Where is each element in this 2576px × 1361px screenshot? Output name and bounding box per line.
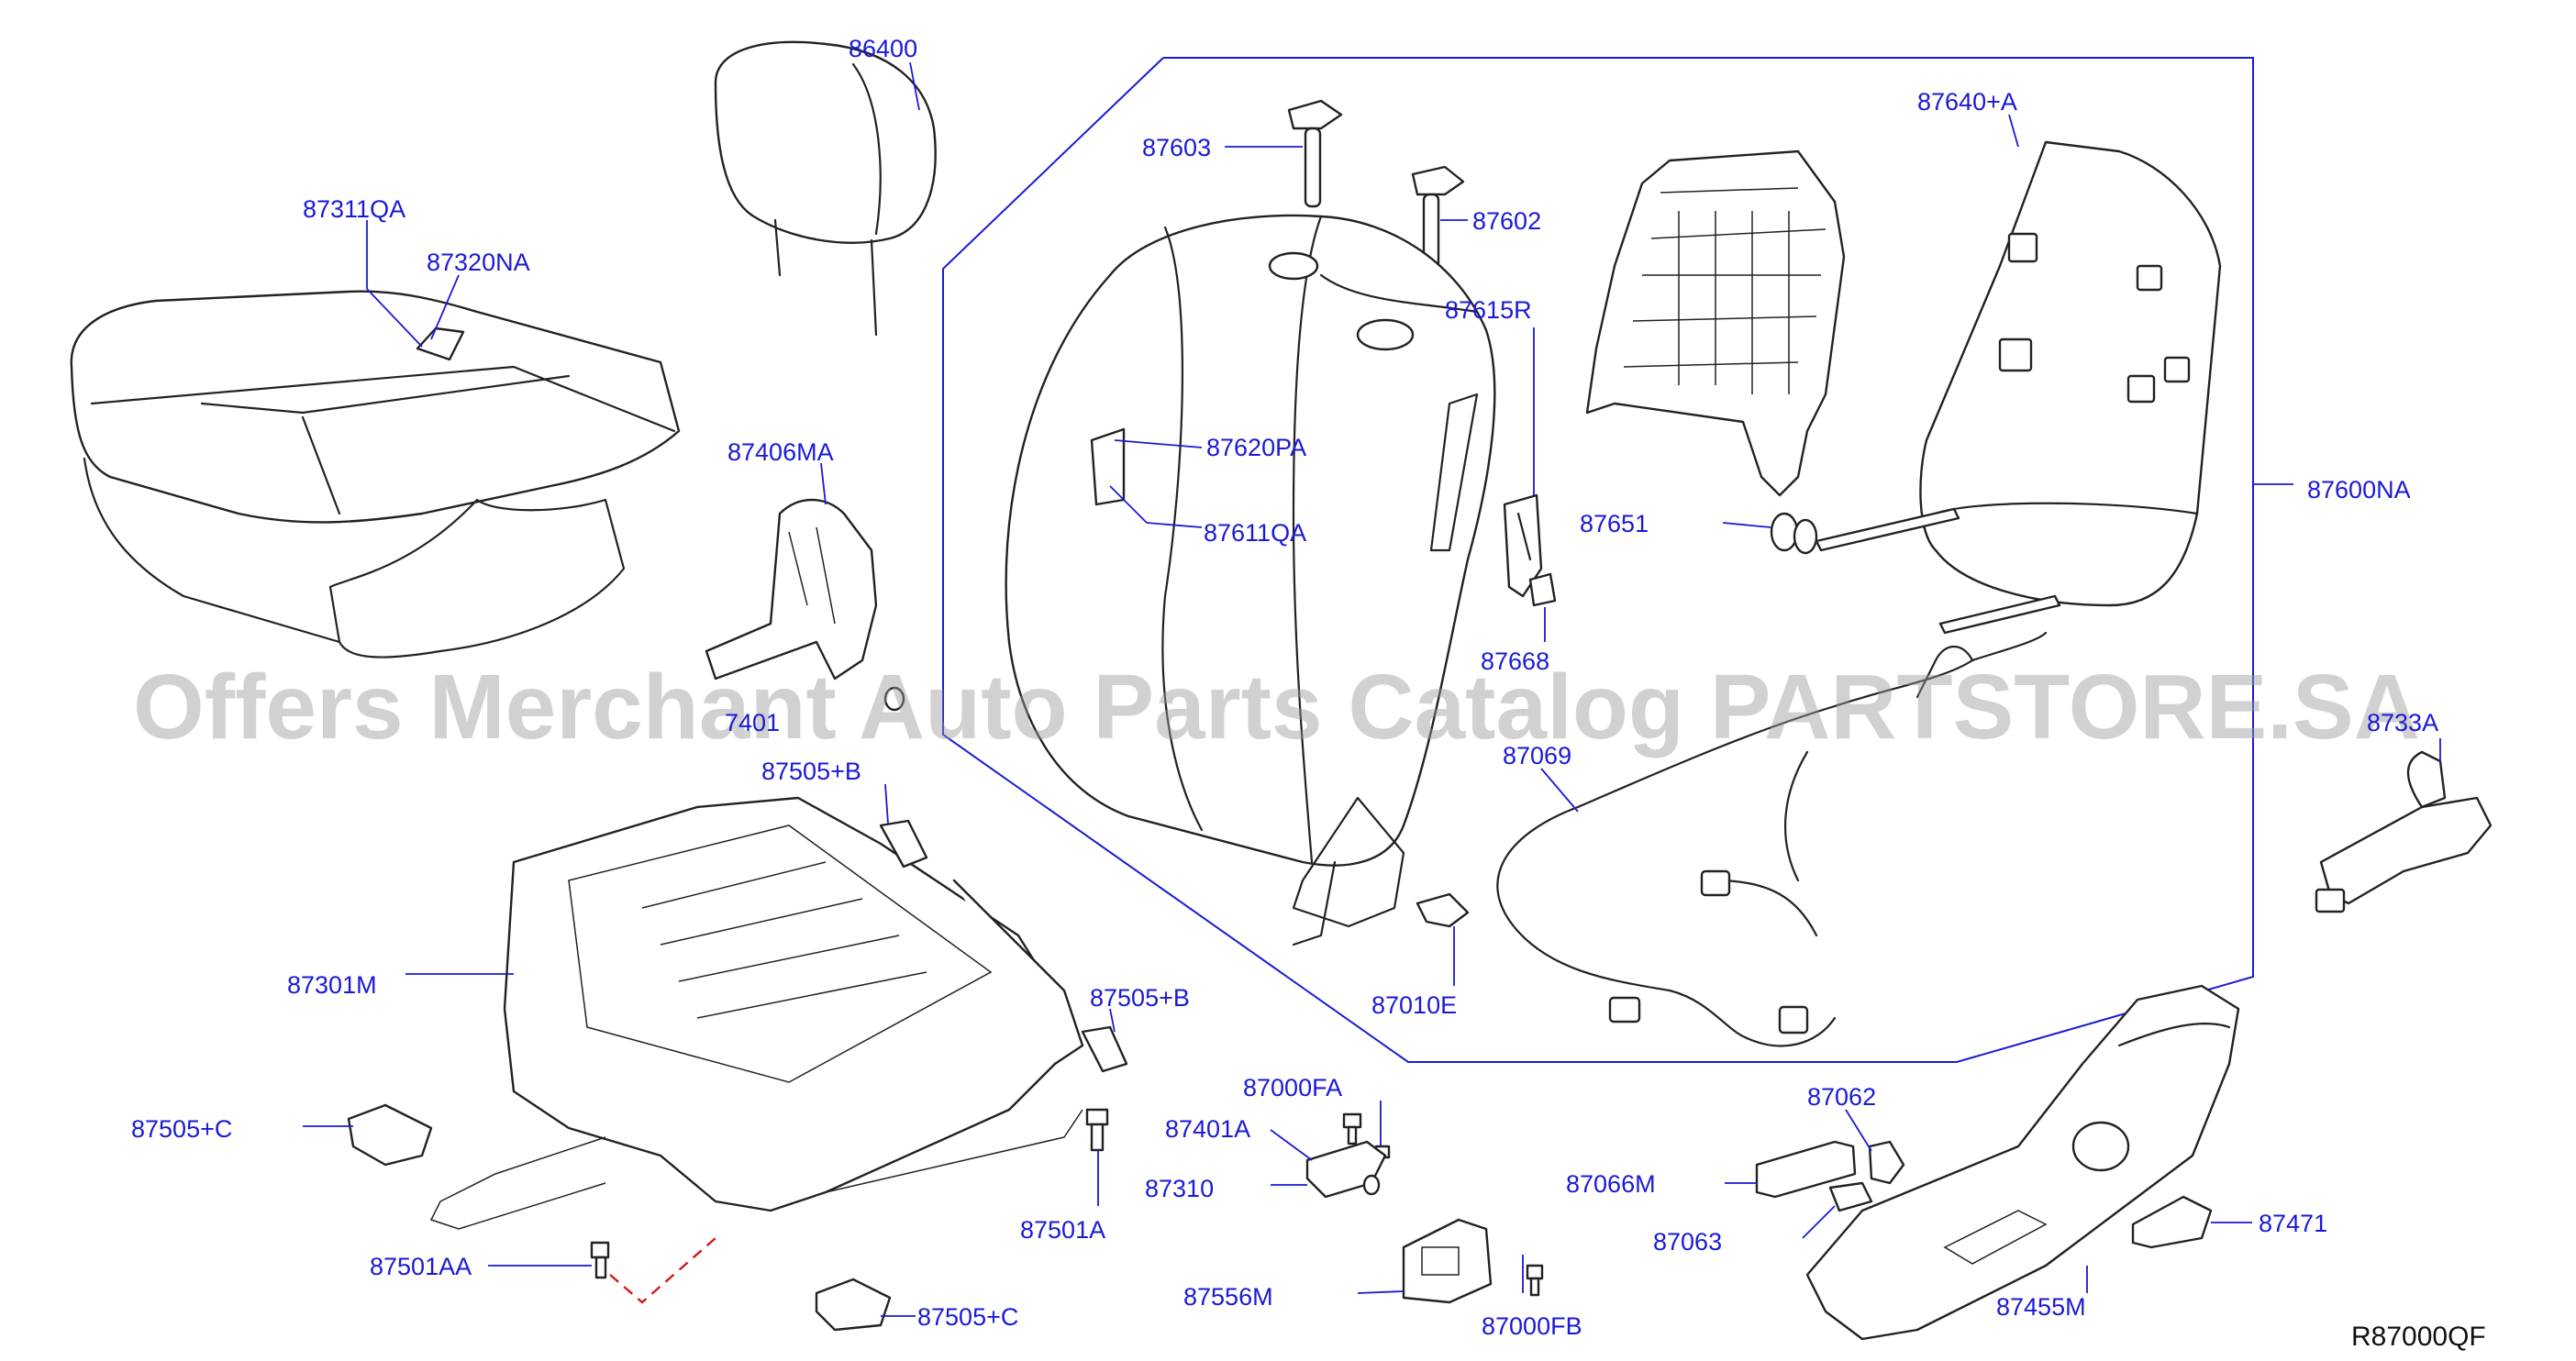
part-label-87611QA: 87611QA <box>1204 519 1306 547</box>
part-label-87010E: 87010E <box>1371 991 1457 1019</box>
part-label-87615R: 87615R <box>1445 296 1532 324</box>
part-label-87301M: 87301M <box>287 971 377 999</box>
part-label-87501A: 87501A <box>1020 1216 1105 1244</box>
leader-87062 <box>1845 1109 1872 1152</box>
leader-87651 <box>1722 522 1771 528</box>
part-label-87063: 87063 <box>1653 1228 1722 1256</box>
part-label-87062: 87062 <box>1807 1083 1876 1111</box>
leader-87320NA <box>430 274 460 340</box>
seatback-frame <box>1585 149 1846 555</box>
leader-87611QA <box>1109 485 1148 524</box>
part-label-87310: 87310 <box>1145 1175 1214 1202</box>
leader-87556M <box>1357 1290 1405 1294</box>
part-label-86400: 86400 <box>849 35 917 62</box>
clip-87668 <box>1528 572 1557 607</box>
knob-87062 <box>1868 1140 1905 1185</box>
part-label-87311QA: 87311QA <box>303 195 405 223</box>
leader-87611QA-b <box>1146 522 1203 528</box>
switch-87556M <box>1402 1218 1493 1304</box>
part-label-87069: 87069 <box>1503 742 1571 769</box>
cap-87010E <box>1416 892 1470 928</box>
seat-cushion-pad <box>70 290 681 658</box>
part-label-874xx: 7401 <box>725 709 780 736</box>
part-label-87471: 87471 <box>2259 1210 2327 1237</box>
part-label-87620PA: 87620PA <box>1206 434 1306 461</box>
leader-87406MA <box>820 462 827 505</box>
bolt-87501A <box>1085 1108 1109 1152</box>
leader-87620PA <box>1114 439 1203 448</box>
bolt-87501AA <box>590 1241 610 1279</box>
cap-87505C-bottom <box>815 1278 892 1332</box>
seatback-assembly-outline <box>942 57 2254 1063</box>
motor-87401A <box>1305 1140 1387 1199</box>
screw-87000FB <box>1526 1264 1544 1297</box>
bracket-87406MA <box>705 498 878 680</box>
part-label-87000FA: 87000FA <box>1243 1074 1342 1101</box>
leader-87505B-top <box>884 783 889 824</box>
headrest <box>714 40 937 337</box>
part-label-87603: 87603 <box>1142 134 1211 161</box>
part-label-87602: 87602 <box>1472 207 1541 235</box>
leader-87311QA-b <box>366 288 423 348</box>
knob-87471 <box>2131 1195 2213 1249</box>
red-dashed-guide <box>609 1237 716 1304</box>
switch-87066M <box>1755 1140 1857 1199</box>
lever-873xx <box>2315 750 2493 913</box>
part-label-87505B-mid: 87505+B <box>1090 984 1190 1012</box>
part-label-87066M: 87066M <box>1566 1170 1656 1198</box>
headrest-guide-87603 <box>1287 99 1343 208</box>
part-label-87401A: 87401A <box>1165 1115 1250 1143</box>
knob-87063 <box>1828 1181 1873 1212</box>
part-label-87505B-top: 87505+B <box>761 758 861 785</box>
seat-cushion-frame <box>429 796 1084 1230</box>
part-label-87668: 87668 <box>1481 647 1549 675</box>
part-label-87455M: 87455M <box>1996 1293 2086 1321</box>
wire-harness <box>1496 631 2048 1047</box>
part-label-87000FB: 87000FB <box>1482 1312 1582 1340</box>
part-label-87600NA: 87600NA <box>2307 476 2411 503</box>
part-label-87505C-bottom: 87505+C <box>917 1303 1018 1331</box>
part-label-87505C-left: 87505+C <box>131 1115 232 1143</box>
part-label-87320NA: 87320NA <box>427 249 530 276</box>
part-label-87501AA: 87501AA <box>370 1253 472 1280</box>
diagram-id: R87000QF <box>2351 1322 2486 1352</box>
leader-87505B-mid <box>1109 1008 1116 1033</box>
clip-87505B-top <box>879 819 928 869</box>
seatback-board <box>1815 140 2222 635</box>
cap-87505C-left <box>347 1103 433 1167</box>
leader-87063 <box>1802 1205 1836 1239</box>
watermark: Offers Merchant Auto Parts Catalog PARTS… <box>133 656 2420 758</box>
seatback-trim <box>1005 214 1496 946</box>
part-label-87640A: 87640+A <box>1917 88 2017 116</box>
leader-87401A <box>1270 1129 1313 1161</box>
part-label-87406MA: 87406MA <box>727 438 834 466</box>
leader-87640A <box>2008 114 2019 148</box>
part-label-87651: 87651 <box>1580 510 1649 537</box>
clip-87505B-mid <box>1081 1025 1128 1073</box>
side-cover-87455M <box>1805 984 2240 1341</box>
leader-86400 <box>909 61 920 111</box>
part-label-87556M: 87556M <box>1183 1283 1273 1311</box>
clip-small-left <box>883 686 905 712</box>
leader-87069 <box>1540 768 1579 813</box>
part-label-873xx: 8733A <box>2367 709 2438 736</box>
